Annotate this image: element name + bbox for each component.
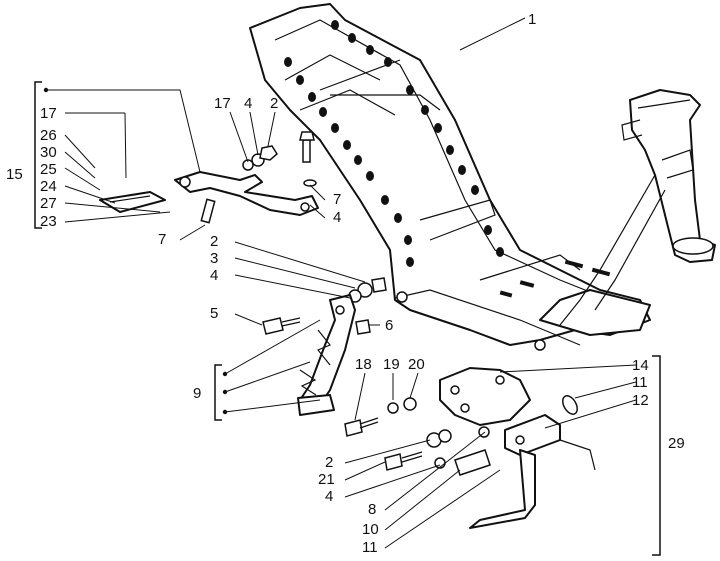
callout-7: 7 (333, 191, 341, 208)
callout-2: 2 (210, 233, 218, 250)
callout-17: 17 (40, 105, 57, 122)
callout-2: 2 (325, 454, 333, 471)
leader-lines (45, 17, 637, 549)
callout-15: 15 (6, 166, 23, 183)
callout-29: 29 (668, 435, 685, 452)
callout-14: 14 (632, 357, 649, 374)
side-stand (297, 294, 356, 416)
callout-3: 3 (210, 250, 218, 267)
callout-4: 4 (210, 267, 218, 284)
callout-4: 4 (325, 488, 333, 505)
callout-2: 2 (270, 95, 278, 112)
callout-20: 20 (408, 356, 425, 373)
scooter-frame (249, 3, 716, 351)
callout-4: 4 (244, 95, 252, 112)
fasteners (200, 131, 452, 471)
callout-10: 10 (362, 521, 379, 538)
callout-labels: 1 17 4 2 17 26 30 25 24 27 23 15 7 7 4 2… (6, 11, 685, 556)
callout-8: 8 (368, 501, 376, 518)
callout-7: 7 (158, 231, 166, 248)
callout-19: 19 (383, 356, 400, 373)
callout-30: 30 (40, 144, 57, 161)
callout-21: 21 (318, 471, 335, 488)
callout-6: 6 (385, 317, 393, 334)
callout-18: 18 (355, 356, 372, 373)
callout-26: 26 (40, 127, 57, 144)
callout-23: 23 (40, 213, 57, 230)
callout-5: 5 (210, 305, 218, 322)
callout-11: 11 (632, 374, 648, 391)
group-brackets (34, 81, 661, 556)
callout-17: 17 (214, 95, 231, 112)
bracket-dots (43, 87, 228, 415)
callout-25: 25 (40, 161, 57, 178)
callout-11: 11 (362, 539, 378, 556)
callout-27: 27 (40, 195, 57, 212)
callout-9: 9 (193, 385, 201, 402)
callout-12: 12 (632, 392, 649, 409)
callout-4: 4 (333, 209, 341, 226)
center-stand (434, 367, 596, 529)
callout-1: 1 (528, 11, 536, 28)
callout-24: 24 (40, 178, 57, 195)
